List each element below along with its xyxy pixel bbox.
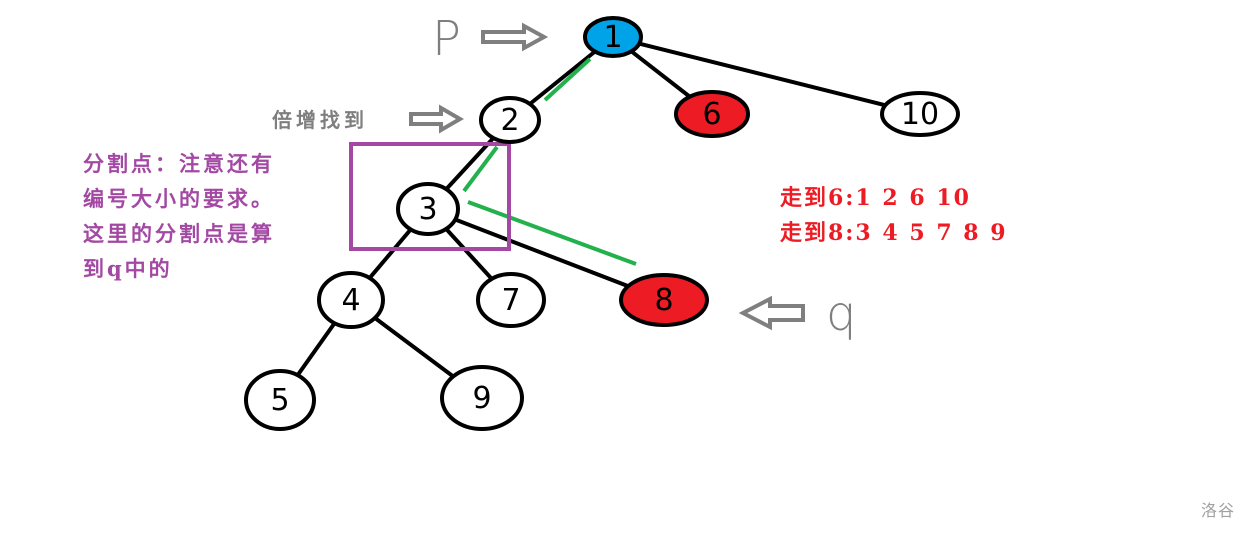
pointer-q-label: q — [826, 286, 856, 342]
node-label: 4 — [341, 283, 360, 318]
path-line-to-6: 走到6:1 2 6 10 — [780, 185, 971, 211]
right-arrow-icon — [481, 22, 549, 52]
nodes-layer: 1 2 6 10 3 4 7 8 5 9 — [244, 16, 960, 431]
node-label: 10 — [901, 97, 939, 132]
node-circle — [619, 273, 709, 327]
node-2: 2 — [479, 96, 541, 144]
node-5: 5 — [244, 369, 316, 431]
node-label: 7 — [501, 283, 520, 318]
node-circle — [674, 90, 750, 138]
highlight-edge-1-2 — [543, 57, 592, 102]
node-label: 3 — [418, 192, 437, 227]
node-10: 10 — [880, 91, 960, 137]
node-circle — [317, 271, 385, 329]
node-label: 2 — [500, 103, 519, 138]
note-line: 编号大小的要求。 — [83, 186, 275, 211]
highlight-edge-2-3 — [462, 145, 499, 193]
node-label: 6 — [702, 97, 721, 132]
path-line-to-8: 走到8:3 4 5 7 8 9 — [780, 220, 1008, 246]
node-7: 7 — [476, 272, 546, 328]
node-label: 9 — [472, 381, 491, 416]
highlight-edge-3-8 — [467, 200, 637, 266]
note-line: 到q中的 — [83, 256, 173, 281]
right-arrow-icon — [409, 104, 464, 134]
node-circle — [396, 182, 460, 236]
note-line: 分割点：注意还有 — [83, 151, 275, 176]
node-circle — [244, 369, 316, 431]
watermark: 洛谷 — [1200, 501, 1235, 520]
node-circle — [479, 96, 541, 144]
node-label: 8 — [654, 283, 673, 318]
doubling-found-label: 倍增找到 — [272, 108, 368, 132]
left-arrow-icon — [738, 295, 805, 331]
node-circle — [476, 272, 546, 328]
node-circle — [583, 16, 643, 58]
node-circle — [880, 91, 960, 137]
edge-3-8 — [427, 207, 665, 302]
split-point-note: 分割点：注意还有 编号大小的要求。 这里的分割点是算 到q中的 — [83, 146, 275, 286]
node-circle — [440, 365, 524, 431]
node-9: 9 — [440, 365, 524, 431]
node-4: 4 — [317, 271, 385, 329]
node-6: 6 — [674, 90, 750, 138]
node-1: 1 — [583, 16, 643, 58]
highlight-layer — [462, 57, 637, 266]
pointer-p-label: P — [432, 11, 461, 67]
path-list: 走到6:1 2 6 10 走到8:3 4 5 7 8 9 — [780, 181, 1008, 251]
node-label: 1 — [603, 20, 622, 55]
edge-1-10 — [612, 35, 921, 116]
node-3: 3 — [396, 182, 460, 236]
node-label: 5 — [270, 383, 289, 418]
split-point-box — [349, 142, 511, 251]
node-8: 8 — [619, 273, 709, 327]
note-line: 这里的分割点是算 — [83, 221, 275, 246]
